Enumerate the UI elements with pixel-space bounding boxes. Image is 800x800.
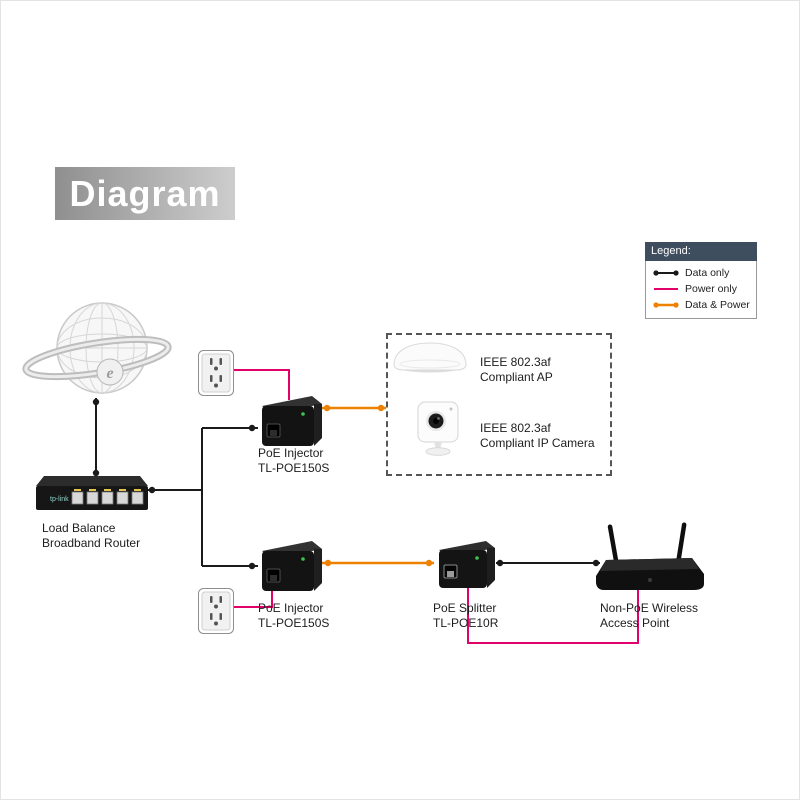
poe-splitter-icon	[439, 541, 495, 588]
device-name: Compliant IP Camera	[480, 435, 595, 450]
poe-injector-top-label: PoE Injector TL-POE150S	[258, 446, 329, 475]
wire-router-to-injectors	[148, 427, 258, 567]
device-name: PoE Splitter	[433, 601, 497, 615]
compliant-ip-camera	[414, 401, 462, 462]
device-name-2: Access Point	[600, 615, 670, 630]
svg-text:e: e	[106, 365, 113, 382]
ip-camera-icon	[417, 401, 459, 456]
device-model: TL-POE10R	[433, 615, 499, 630]
data-power-line-icon	[653, 302, 679, 308]
ceiling-ap-icon	[393, 342, 467, 373]
legend: Legend: Data only Power only	[645, 242, 757, 319]
device-name: PoE Injector	[258, 446, 324, 460]
legend-item-data-only: Data only	[652, 265, 750, 281]
data-only-line-icon	[653, 270, 679, 276]
router-icon: tp-link	[36, 476, 148, 510]
device-standard: IEEE 802.3af	[480, 355, 551, 369]
data-power-line-dots	[323, 404, 433, 567]
legend-body: Data only Power only Data & Power	[645, 261, 757, 319]
legend-item-data-power: Data & Power	[652, 297, 750, 313]
router-label: Load Balance Broadband Router	[42, 521, 140, 550]
power-outlet-icon	[198, 350, 234, 396]
device-name: PoE Injector	[258, 601, 324, 615]
compliant-camera-label: IEEE 802.3af Compliant IP Camera	[480, 421, 595, 450]
non-poe-wireless-ap	[592, 518, 707, 603]
power-outlet-top	[198, 350, 234, 401]
poe-injector-icon	[262, 396, 322, 446]
wire-splitter-power-to-ap	[467, 588, 639, 644]
wireless-ap-icon	[596, 522, 704, 590]
compliant-ap-label: IEEE 802.3af Compliant AP	[480, 355, 553, 384]
poe-injector-bottom-label: PoE Injector TL-POE150S	[258, 601, 329, 630]
device-name: Load Balance	[42, 521, 116, 535]
wireless-ap-label: Non-PoE Wireless Access Point	[600, 601, 698, 630]
device-standard: IEEE 802.3af	[480, 421, 551, 435]
device-name-2: Broadband Router	[42, 535, 141, 550]
internet-globe: e	[22, 300, 172, 409]
poe-splitter-label: PoE Splitter TL-POE10R	[433, 601, 498, 630]
device-name: Compliant AP	[480, 369, 553, 384]
legend-label-data-power: Data & Power	[685, 299, 750, 311]
page-title: Diagram	[55, 167, 235, 220]
compliant-ap	[392, 340, 468, 379]
legend-header: Legend:	[645, 242, 757, 261]
legend-label-data-only: Data only	[685, 267, 730, 279]
load-balance-router: tp-link	[36, 474, 148, 519]
data-line-dots	[92, 398, 600, 570]
wire-outlet1-to-injector1	[232, 369, 290, 400]
internet-globe-icon: e	[22, 302, 172, 394]
compliant-devices-box	[386, 333, 612, 476]
legend-item-power-only: Power only	[652, 281, 750, 297]
power-only-line-icon	[654, 288, 678, 290]
poe-injector-icon	[262, 541, 322, 591]
power-outlet-icon	[198, 588, 234, 634]
poe-injector-top	[256, 394, 324, 459]
svg-text:tp-link: tp-link	[50, 496, 69, 503]
power-outlet-bottom	[198, 588, 234, 639]
device-model: TL-POE150S	[258, 460, 330, 475]
legend-label-power-only: Power only	[685, 283, 737, 295]
wire-outlet2-to-injector2	[232, 588, 273, 608]
device-model: TL-POE150S	[258, 615, 330, 630]
device-name: Non-PoE Wireless	[600, 601, 699, 615]
poe-splitter	[434, 538, 498, 601]
poe-injector-bottom	[256, 539, 324, 604]
